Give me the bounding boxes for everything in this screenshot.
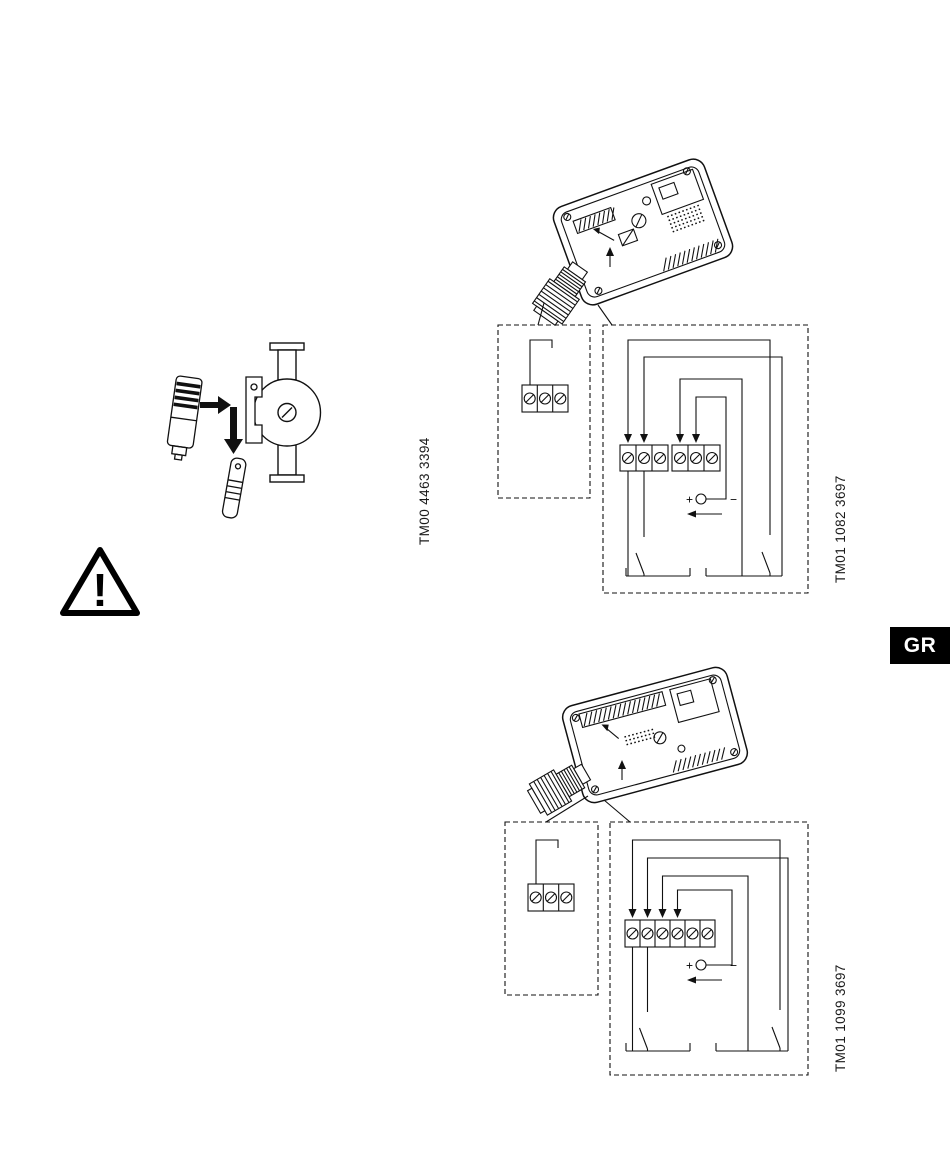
sensor-plus-label: + (686, 959, 693, 973)
terminal-box-top (552, 158, 734, 306)
control-module (669, 678, 720, 724)
strip-arrow-icon (601, 724, 620, 739)
control-module (650, 168, 705, 216)
plug-part (166, 375, 203, 461)
pump-connector-bracket (245, 376, 263, 444)
wiring-top-figure-code: TM01 1082 3697 (833, 475, 848, 583)
wiring-bottom-figure-code: TM01 1099 3697 (833, 964, 848, 1072)
gasket-part (221, 457, 247, 519)
vent-slots (663, 238, 719, 272)
power-terminal-inset (497, 324, 591, 499)
language-badge: GR (890, 627, 950, 664)
terminal-arrow-icon (606, 247, 614, 267)
cable-gland (526, 763, 592, 816)
wiring-figure-bottom: + − (504, 666, 809, 1076)
wiring-figure-top: + − (497, 158, 809, 594)
leader-lines (537, 302, 613, 326)
power-terminal-inset (504, 821, 599, 996)
arrow-down-icon (224, 407, 243, 454)
cable-gland (531, 261, 589, 327)
wire-arrows (628, 909, 682, 918)
terminal-strip (578, 691, 667, 729)
vent-slots (672, 747, 726, 773)
wire-arrows (624, 434, 700, 443)
sensor-symbol: + − (686, 493, 737, 518)
warning-exclamation: ! (92, 564, 107, 616)
terminal-block-a (619, 444, 669, 472)
connector-pins (624, 728, 656, 746)
signal-terminal-inset: + − (602, 324, 809, 594)
leader-lines (545, 795, 631, 823)
pump-body (252, 342, 322, 483)
wires (625, 339, 783, 577)
terminal-strip (572, 206, 616, 235)
pump-figure-code: TM00 4463 3394 (417, 437, 432, 545)
terminal-block (624, 919, 716, 948)
screws (571, 676, 739, 794)
sensor-plus-label: + (686, 493, 693, 507)
wires (625, 839, 789, 1052)
sensor-minus-label: − (730, 959, 737, 973)
terminal-arrow-icon (618, 760, 626, 780)
pump-plug-installation-figure (166, 342, 322, 519)
sensor-symbol: + − (686, 959, 737, 984)
signal-arrow-icon (687, 510, 696, 518)
terminal-box-bottom (561, 666, 749, 804)
signal-arrow-icon (687, 976, 696, 984)
warning-triangle-icon: ! (60, 547, 140, 616)
aux-component (617, 228, 639, 247)
sensor-minus-label: − (730, 493, 737, 507)
arrow-right-icon (200, 396, 231, 414)
signal-terminal-inset: + − (609, 821, 809, 1076)
terminal-block-b (671, 444, 721, 472)
strip-arrow-icon (592, 227, 615, 241)
